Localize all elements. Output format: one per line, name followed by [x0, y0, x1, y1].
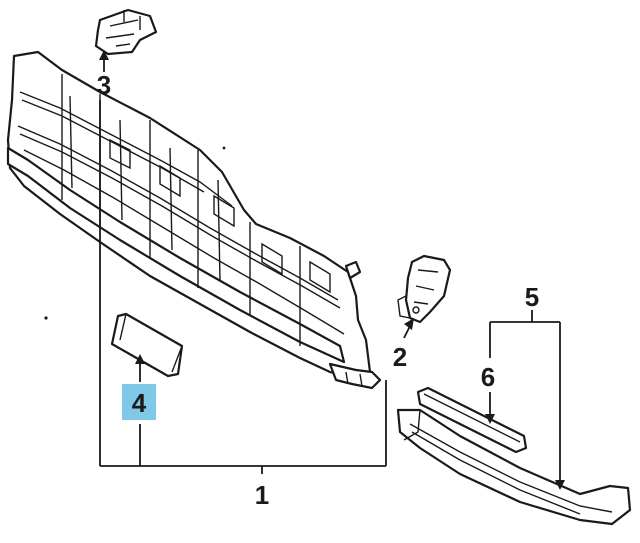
callout-labels: 3 4 2 1 5 6: [97, 70, 539, 510]
callout-2: 2: [393, 342, 407, 372]
clip-part-3[interactable]: [94, 8, 158, 56]
speck: [222, 146, 226, 150]
trim-part-6[interactable]: [416, 386, 528, 454]
emblem-part-4[interactable]: [110, 312, 184, 378]
callout-1: 1: [255, 480, 269, 510]
callout-5: 5: [525, 282, 539, 312]
leader-lines: [99, 50, 565, 490]
grille-part-1[interactable]: [6, 50, 382, 390]
speck: [44, 316, 48, 320]
callout-6: 6: [481, 362, 495, 392]
callout-4[interactable]: 4: [132, 388, 147, 418]
callout-3: 3: [97, 70, 111, 100]
bracket-part-2[interactable]: [397, 254, 452, 324]
callout-4-highlight: [122, 384, 156, 420]
molding-part-5[interactable]: [396, 408, 632, 526]
